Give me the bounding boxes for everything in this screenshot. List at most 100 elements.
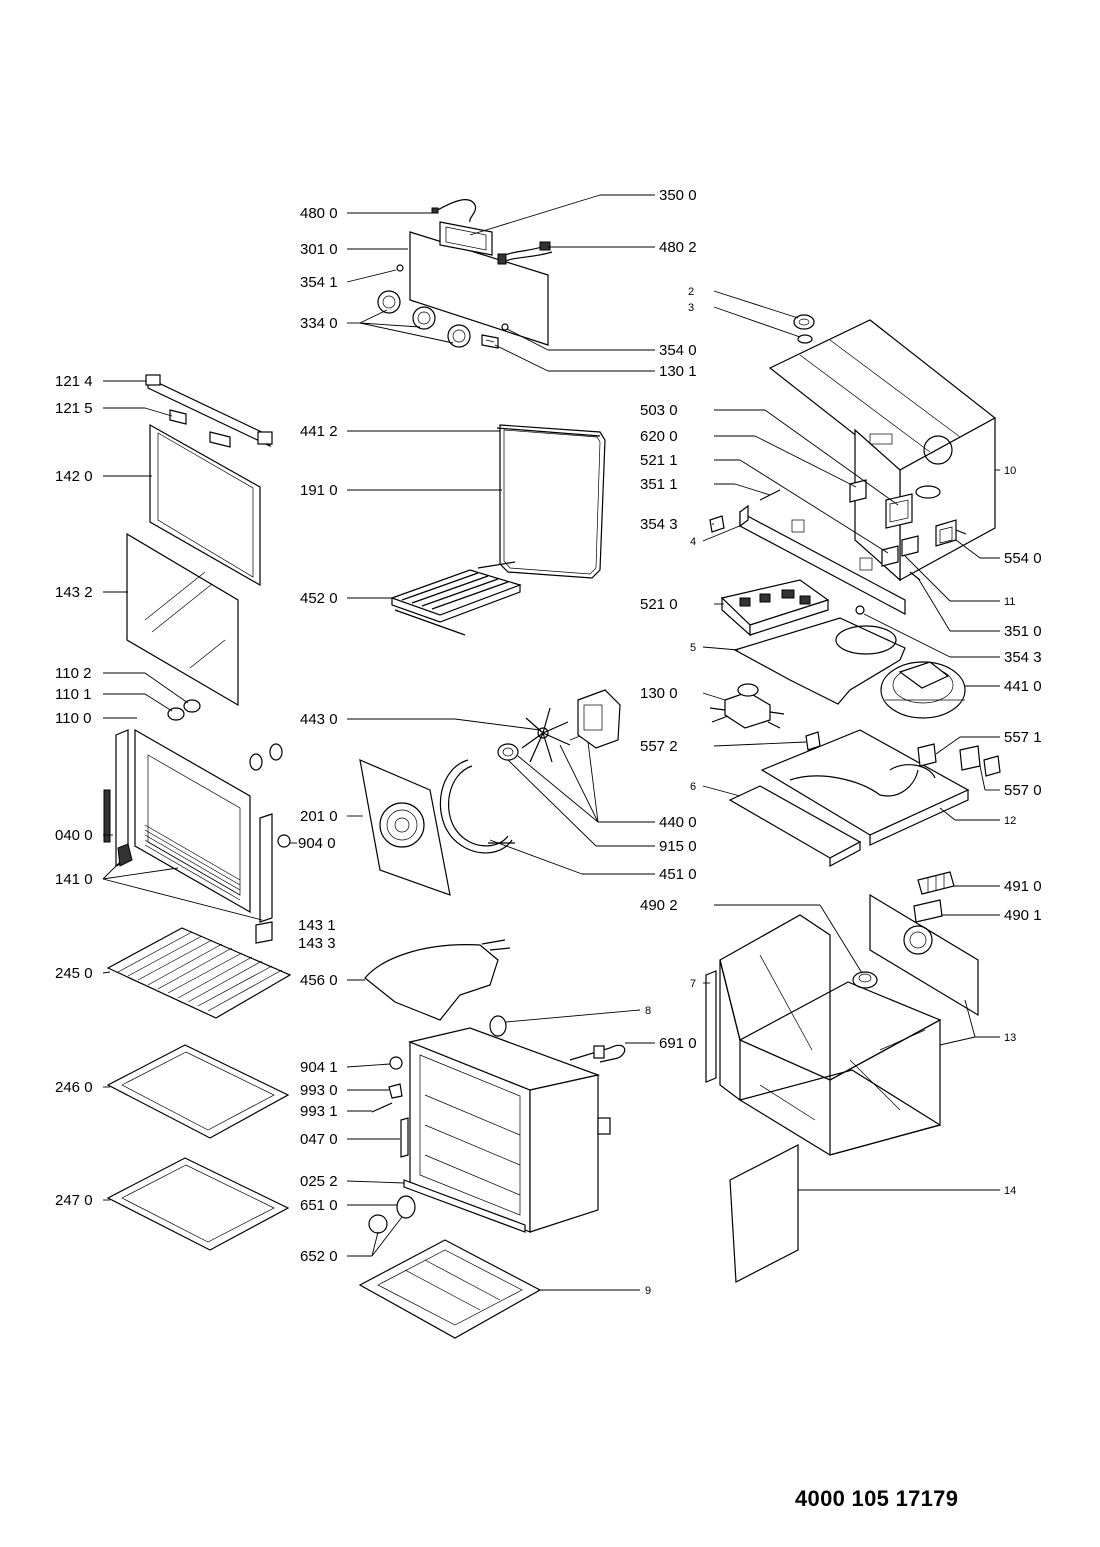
label-480-0: 480 0 (300, 205, 338, 222)
lower-heating-element (364, 944, 499, 1021)
door-group: 121 4 121 5 142 0 143 2 110 2 110 1 110 … (55, 373, 336, 952)
label-351-0: 351 0 (1004, 623, 1042, 640)
clip-521-1 (881, 545, 899, 567)
control-panel-group: 480 0 350 0 301 0 480 2 354 1 334 0 354 … (300, 187, 697, 380)
gasket-clip (496, 427, 601, 437)
side-strip-7 (705, 970, 717, 1083)
label-14: 14 (1004, 1185, 1016, 1197)
label-8: 8 (645, 1005, 651, 1017)
screw-904-0 (277, 834, 291, 848)
door-hinge (103, 789, 111, 843)
oven-cavity-group: 8 691 0 904 1 993 0 993 1 047 0 025 2 65… (300, 1005, 697, 1339)
label-047-0: 047 0 (300, 1131, 338, 1148)
clip-993-0 (388, 1083, 403, 1099)
top-panel-electronics-group: 2 3 10 503 0 620 0 521 1 351 1 354 3 4 5… (640, 286, 1042, 729)
lamp-holder-651-0 (368, 1214, 388, 1234)
label-490-2: 490 2 (640, 897, 678, 914)
drip-pan (106, 1157, 290, 1251)
cable-clamp (913, 899, 943, 923)
label-7: 7 (690, 978, 696, 990)
label-141-0: 141 0 (55, 871, 93, 888)
door-switch-557-0 (959, 745, 981, 771)
label-246-0: 246 0 (55, 1079, 93, 1096)
rear-panel (869, 893, 979, 1017)
document-number: 4000 105 17179 (795, 1486, 959, 1511)
label-9: 9 (645, 1285, 651, 1297)
casing-bottom (738, 1069, 942, 1156)
label-143-1: 143 1 (298, 917, 336, 934)
label-4: 4 (690, 536, 696, 548)
label-110-0: 110 0 (55, 710, 91, 727)
label-354-0: 354 0 (659, 342, 697, 359)
door-switch-557-1 (917, 743, 937, 767)
oven-lamp (489, 1015, 507, 1037)
baking-tray (106, 1044, 290, 1139)
label-440-0: 440 0 (659, 814, 697, 831)
air-deflector (733, 617, 906, 705)
cap-2 (793, 314, 815, 330)
label-441-0: 441 0 (1004, 678, 1042, 695)
switch-130-1 (481, 334, 499, 349)
label-2: 2 (688, 286, 694, 298)
shelf-support-047-0 (400, 1117, 409, 1158)
label-110-1: 110 1 (55, 686, 91, 703)
thermostat-503-0 (885, 493, 913, 529)
cavity-internals-group: 441 2 191 0 452 0 443 0 201 0 440 0 915 … (300, 423, 697, 1021)
rear-cover (729, 1144, 799, 1283)
cooling-fan-motor (709, 683, 785, 729)
screw-354-3a (709, 515, 725, 533)
label-12: 12 (1004, 815, 1016, 827)
label-13: 13 (1004, 1032, 1016, 1044)
circular-heating-element (439, 759, 513, 854)
wire-rack (106, 927, 292, 1019)
label-915-0: 915 0 (659, 838, 697, 855)
inner-glass-frame (149, 423, 261, 587)
fan-cover-plate (359, 759, 451, 896)
label-521-1: 521 1 (640, 452, 678, 469)
label-451-0: 451 0 (659, 866, 697, 883)
label-652-0: 652 0 (300, 1248, 338, 1265)
outer-door (134, 728, 251, 914)
label-110-2: 110 2 (55, 665, 91, 682)
label-121-5: 121 5 (55, 400, 93, 417)
label-490-1: 490 1 (1004, 907, 1042, 924)
label-503-0: 503 0 (640, 402, 678, 419)
label-142-0: 142 0 (55, 468, 93, 485)
label-10: 10 (1004, 465, 1016, 477)
label-350-0: 350 0 (659, 187, 697, 204)
cavity-base-plate (358, 1239, 542, 1339)
lamp-cover-652-0 (396, 1195, 416, 1219)
label-452-0: 452 0 (300, 590, 338, 607)
label-301-0: 301 0 (300, 241, 338, 258)
casing-side-right (829, 1018, 941, 1156)
relay-620-0 (849, 479, 867, 503)
screw-993-1 (371, 1102, 393, 1113)
label-443-0: 443 0 (300, 711, 338, 728)
fan-motor (569, 689, 621, 749)
cable-grommet (852, 971, 878, 989)
grill-element (390, 569, 522, 636)
fan-blade (521, 707, 571, 763)
bottom-panel-group: 557 2 557 1 6 557 0 12 (640, 729, 1042, 867)
label-11: 11 (1004, 596, 1015, 608)
label-191-0: 191 0 (300, 482, 338, 499)
label-334-0: 334 0 (300, 315, 338, 332)
label-201-0: 201 0 (300, 808, 338, 825)
label-3: 3 (688, 302, 694, 314)
label-247-0: 247 0 (55, 1192, 93, 1209)
label-121-4: 121 4 (55, 373, 93, 390)
label-557-0: 557 0 (1004, 782, 1042, 799)
label-143-3: 143 3 (298, 935, 336, 952)
label-491-0: 491 0 (1004, 878, 1042, 895)
wire-harness-480-0 (435, 199, 477, 223)
label-6: 6 (690, 781, 696, 793)
label-354-3b: 354 3 (1004, 649, 1042, 666)
knob-spring-354-0 (501, 323, 509, 331)
outer-casing-group: 491 0 490 2 490 1 7 13 14 (640, 871, 1042, 1283)
label-904-0: 904 0 (298, 835, 336, 852)
label-557-2: 557 2 (640, 738, 678, 755)
label-130-0: 130 0 (640, 685, 678, 702)
label-691-0: 691 0 (659, 1035, 697, 1052)
label-651-0: 651 0 (300, 1197, 338, 1214)
temperature-sensor (569, 1044, 626, 1063)
